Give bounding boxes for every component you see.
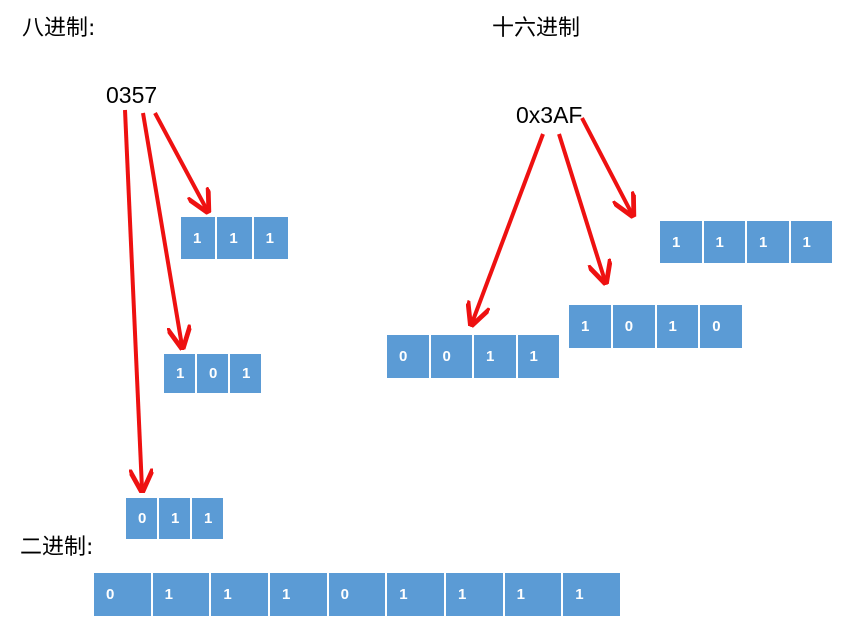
bit-cell: 1	[655, 304, 700, 349]
bit-cell: 1	[252, 216, 289, 260]
arrow-octal-5	[141, 112, 182, 346]
bit-cell: 0	[196, 353, 229, 394]
octal-number: 0357	[106, 82, 158, 108]
bit-cell: 0	[699, 304, 743, 349]
bit-cell: 1	[163, 353, 196, 394]
arrow-hex-A	[557, 133, 605, 281]
bit-cell: 1	[386, 572, 445, 617]
bit-cell: 1	[746, 220, 790, 264]
bit-cell: 1	[444, 572, 504, 617]
bit-cell: 1	[562, 572, 621, 617]
bit-cell: 1	[473, 334, 517, 379]
binary-label: 二进制:	[20, 535, 94, 560]
bit-cell: 1	[268, 572, 328, 617]
bit-cell: 1	[210, 572, 269, 617]
bit-cell: 0	[386, 334, 430, 379]
bit-cell: 1	[191, 497, 224, 540]
bit-cell: 1	[659, 220, 703, 264]
bit-cell: 1	[229, 353, 262, 394]
bit-cell: 1	[516, 334, 560, 379]
bit-cell: 1	[158, 497, 191, 540]
octal-label: 八进制:	[22, 16, 96, 41]
hex-number: 0x3AF	[516, 102, 583, 128]
bit-cell: 0	[93, 572, 152, 617]
hex-label: 十六进制	[492, 16, 581, 41]
bit-cell: 1	[789, 220, 833, 264]
bit-cell: 0	[611, 304, 656, 349]
bit-cell: 1	[151, 572, 211, 617]
arrow-hex-3	[472, 133, 545, 323]
bit-cell: 1	[702, 220, 746, 264]
bit-cell: 1	[568, 304, 612, 349]
bit-cell: 0	[125, 497, 158, 540]
bit-cell: 1	[180, 216, 217, 260]
bit-cell: 1	[503, 572, 563, 617]
bit-cell: 0	[327, 572, 387, 617]
arrow-octal-7	[153, 112, 207, 210]
arrow-octal-3	[123, 109, 142, 489]
bit-cell: 0	[429, 334, 473, 379]
arrow-hex-F	[580, 117, 632, 214]
bit-cell: 1	[216, 216, 253, 260]
